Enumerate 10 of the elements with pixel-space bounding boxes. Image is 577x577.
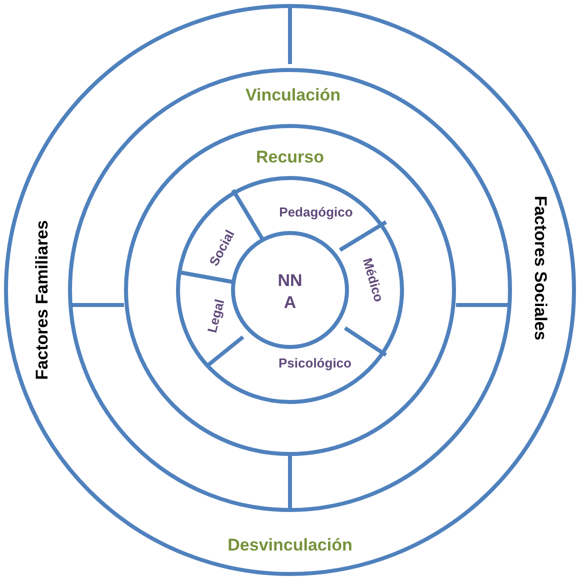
sector-label: Legal bbox=[203, 297, 228, 335]
sector-label: Psicológico bbox=[278, 354, 352, 372]
center-label: NNA bbox=[276, 270, 304, 314]
sector-label: Pedagógico bbox=[279, 203, 353, 222]
ring-label: Factores Sociales bbox=[530, 196, 551, 340]
sector-label: Médico bbox=[358, 256, 388, 304]
ring-label: Recurso bbox=[256, 146, 324, 168]
ring-label: Desvinculación bbox=[228, 534, 352, 556]
ring-label: Vinculación bbox=[245, 84, 341, 106]
ring-label: Factores Familiares bbox=[31, 220, 52, 380]
